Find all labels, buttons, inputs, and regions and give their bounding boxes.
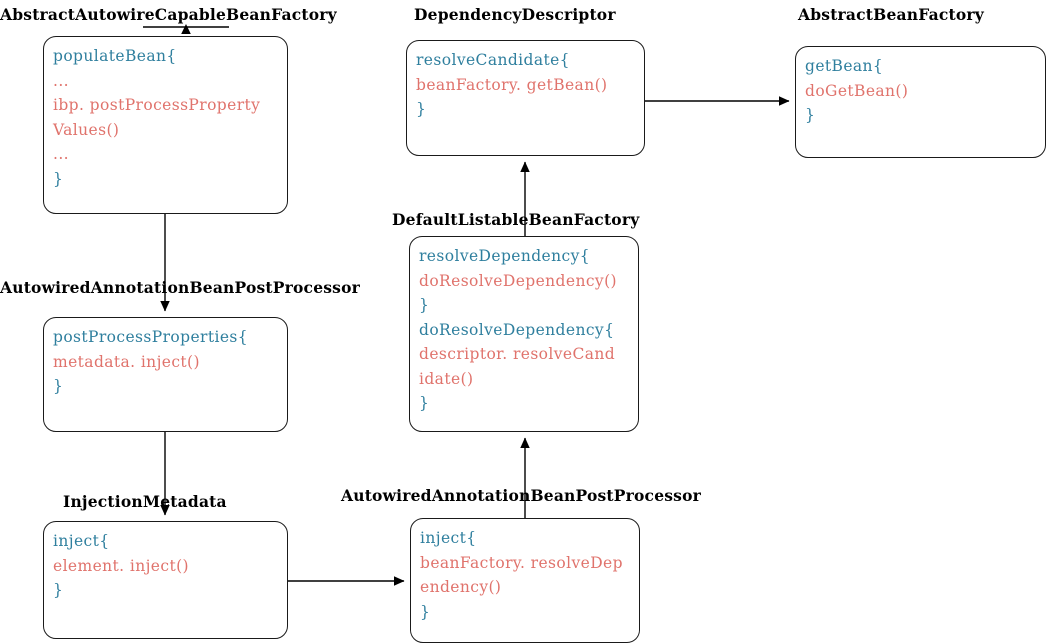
- code-line: postProcessProperties{: [53, 328, 249, 346]
- code-line: doResolveDependency(): [419, 271, 617, 290]
- code-line: element. inject(): [53, 556, 189, 575]
- node-injection-metadata-inject[interactable]: inject{ element. inject()}: [43, 521, 288, 639]
- code-line: resolveDependency{: [419, 247, 591, 265]
- node-resolve-candidate[interactable]: resolveCandidate{ beanFactory. getBean()}: [406, 40, 645, 156]
- code-line: idate(): [419, 369, 474, 388]
- code-line: }: [805, 106, 816, 124]
- code-line: resolveCandidate{: [416, 51, 570, 69]
- node-resolve-dependency[interactable]: resolveDependency{ doResolveDependency()}…: [409, 236, 639, 432]
- code-line: }: [419, 394, 430, 412]
- node-get-bean[interactable]: getBean{ doGetBean()}: [795, 46, 1046, 158]
- node-title-post-process-properties: AutowiredAnnotationBeanPostProcessor: [0, 278, 361, 297]
- code-line: }: [53, 581, 64, 599]
- edge-populatebean-up: [143, 24, 229, 34]
- node-title-get-bean: AbstractBeanFactory: [798, 5, 984, 24]
- node-title-autowired-inject: AutowiredAnnotationBeanPostProcessor: [341, 486, 702, 505]
- code-line: beanFactory. getBean(): [416, 75, 608, 94]
- code-line: descriptor. resolveCand: [419, 345, 616, 363]
- code-line: Values(): [53, 120, 120, 139]
- node-autowired-inject[interactable]: inject{ beanFactory. resolveDep endency()}: [410, 518, 640, 643]
- code-line: doResolveDependency{: [419, 320, 615, 339]
- code-line: metadata. inject(): [53, 352, 200, 371]
- code-line: }: [416, 100, 427, 118]
- node-title-resolve-dependency: DefaultListableBeanFactory: [392, 210, 640, 229]
- code-line: ...: [53, 71, 69, 90]
- node-post-process-properties[interactable]: postProcessProperties{ metadata. inject()…: [43, 317, 288, 432]
- node-populate-bean[interactable]: populateBean{... ibp. postProcessProperty…: [43, 36, 288, 214]
- code-line: endency(): [420, 578, 502, 596]
- code-line: }: [53, 377, 64, 395]
- node-title-populate-bean: AbstractAutowireCapableBeanFactory: [0, 5, 337, 24]
- code-line: ...: [53, 145, 69, 163]
- code-line: inject{: [53, 532, 110, 550]
- code-line: }: [419, 296, 430, 314]
- node-title-resolve-candidate: DependencyDescriptor: [414, 5, 616, 24]
- code-line: doGetBean(): [805, 81, 909, 100]
- code-line: ibp. postProcessProperty: [53, 96, 261, 114]
- code-line: getBean{: [805, 57, 884, 75]
- code-line: beanFactory. resolveDep: [420, 553, 623, 572]
- code-line: populateBean{: [53, 47, 177, 65]
- code-line: }: [53, 169, 64, 188]
- node-title-injection-metadata-inject: InjectionMetadata: [63, 492, 227, 511]
- code-line: }: [420, 602, 431, 621]
- code-line: inject{: [420, 529, 477, 547]
